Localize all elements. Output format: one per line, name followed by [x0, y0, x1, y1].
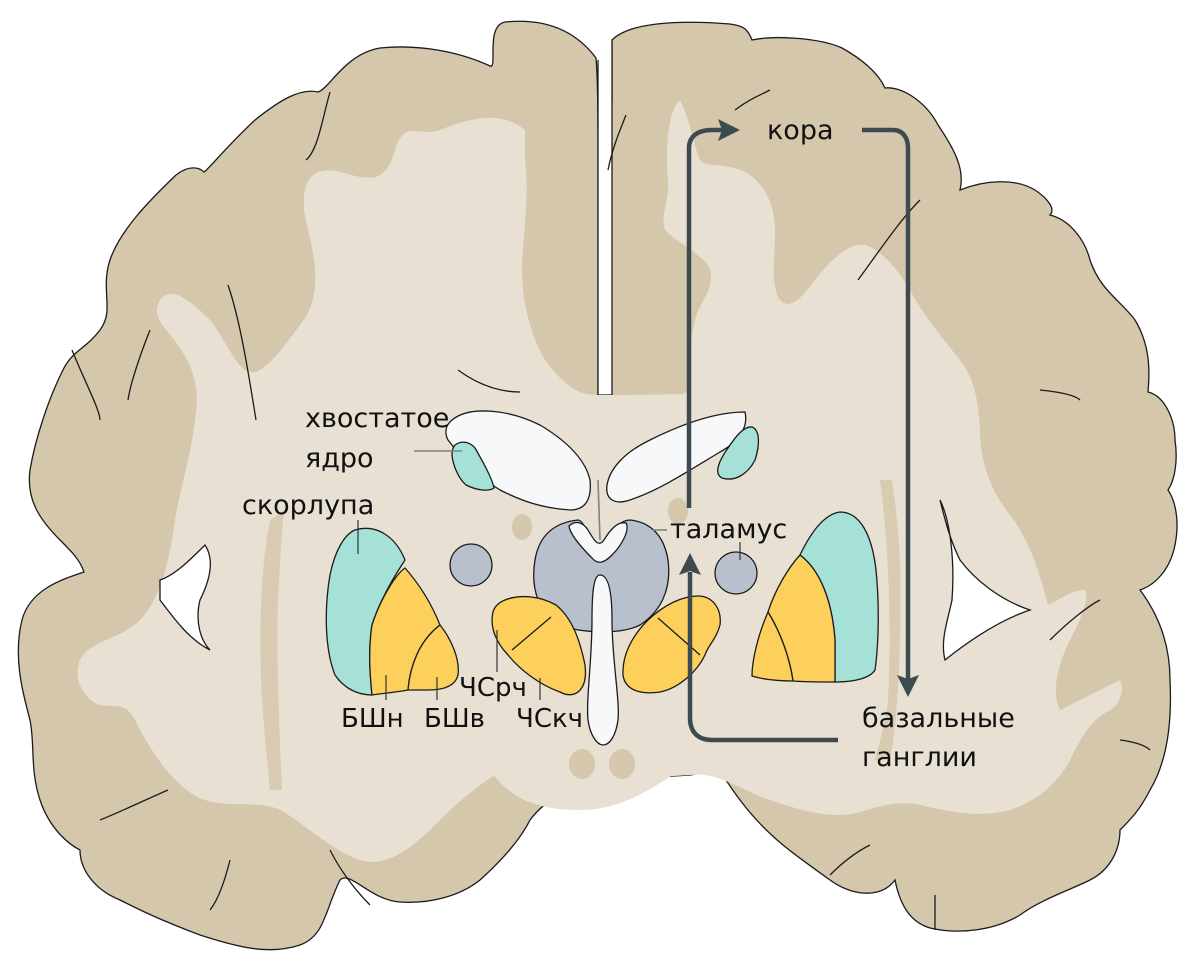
- left-lateral-fissure: [159, 543, 212, 651]
- sulci: [71, 89, 1151, 930]
- label-basal-ganglia-line2: ганглии: [862, 742, 977, 773]
- arrowhead-to-cortex: [718, 119, 740, 141]
- right-subthalamic-nucleus: [714, 551, 758, 595]
- right-globus-pallidus-internal: [751, 610, 794, 682]
- brainstem-nucleus-left: [569, 749, 595, 779]
- label-snc: ЧСкч: [516, 704, 583, 734]
- label-cortex: кора: [767, 115, 834, 146]
- left-subthalamic-nucleus: [449, 543, 493, 587]
- left-substantia-nigra: [491, 595, 587, 696]
- left-substantia-nigra-divider: [511, 616, 552, 651]
- right-internal-capsule-stripe: [875, 480, 901, 760]
- label-caudate-line1: хвостатое: [305, 403, 449, 434]
- pathway-arrows: [686, 127, 911, 743]
- left-lateral-ventricle: [445, 410, 591, 511]
- septum-line: [597, 479, 601, 541]
- third-ventricle-top: [568, 521, 628, 563]
- label-snr: ЧСрч: [459, 673, 527, 703]
- arrowheads: [679, 119, 919, 697]
- left-small-nucleus: [512, 514, 532, 540]
- leader-lines: [357, 450, 741, 700]
- left-internal-capsule-stripe: [260, 510, 284, 790]
- right-small-nucleus: [668, 498, 688, 524]
- right-substantia-nigra: [622, 595, 721, 694]
- left-globus-pallidus-internal: [407, 624, 459, 691]
- third-ventricle: [586, 574, 619, 746]
- basal-ganglia-to-thalamus-arrow: [687, 572, 838, 743]
- label-caudate-line2: ядро: [305, 443, 374, 474]
- thalamus-to-cortex-arrow: [686, 127, 722, 508]
- arrowhead-to-basal-ganglia: [897, 675, 919, 697]
- left-globus-pallidus-external: [369, 567, 441, 696]
- brainstem-nucleus-right: [609, 749, 635, 779]
- label-gpi: БШв: [424, 704, 485, 734]
- labels: кора хвостатое ядро скорлупа таламус БШн…: [242, 115, 1015, 773]
- left-caudate-nucleus: [451, 441, 495, 491]
- label-basal-ganglia-line1: базальные: [862, 703, 1015, 734]
- right-lateral-fissure: [939, 499, 1033, 662]
- cortex-to-basal-ganglia-arrow: [862, 127, 911, 688]
- right-caudate-nucleus: [717, 426, 760, 480]
- longitudinal-fissure: [597, 42, 613, 396]
- label-putamen: скорлупа: [242, 490, 374, 521]
- right-lateral-ventricle: [606, 411, 747, 503]
- arrowhead-to-thalamus: [679, 553, 701, 575]
- label-thalamus: таламус: [670, 514, 787, 545]
- right-substantia-nigra-divider: [657, 617, 701, 656]
- label-gpe: БШн: [341, 704, 404, 734]
